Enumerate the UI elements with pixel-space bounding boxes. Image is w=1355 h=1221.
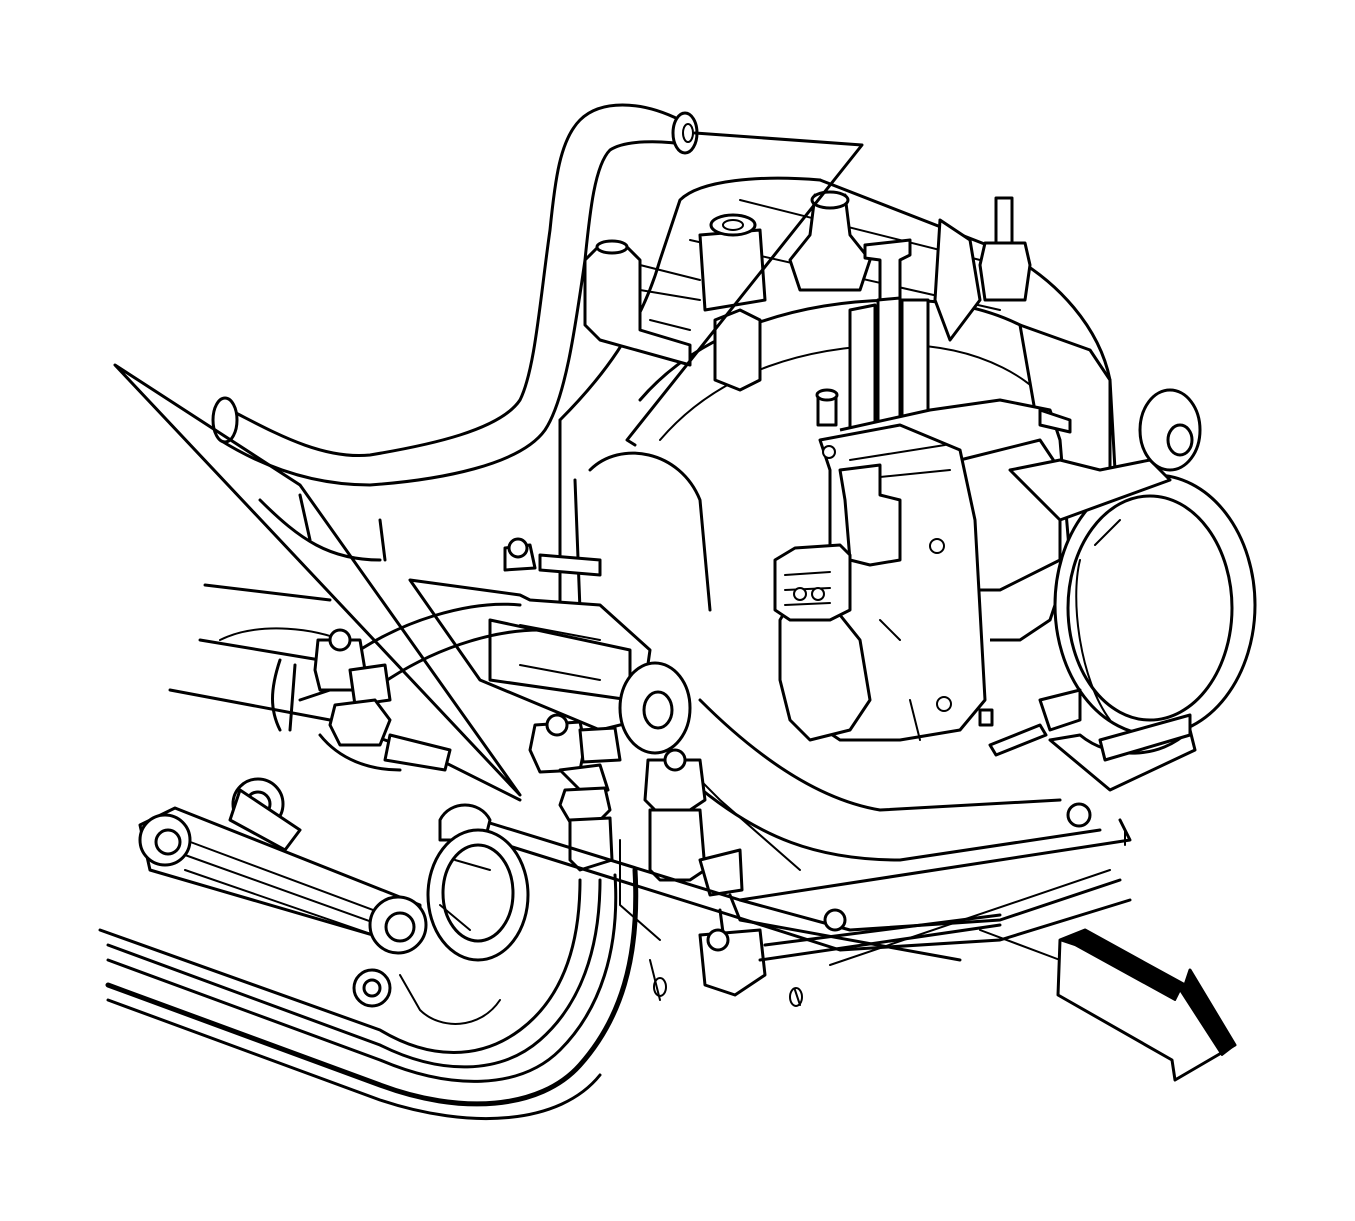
- fuel-rail: [343, 578, 692, 755]
- vacuum-fitting: [788, 190, 872, 292]
- intake-manifold-left: [168, 493, 522, 802]
- manifold-front-edge: [478, 713, 1197, 1007]
- callout-leader-lines: [113, 131, 864, 797]
- valve-cover: [98, 777, 639, 1120]
- fuel-injectors-center: [528, 713, 744, 897]
- sensor-stem: [815, 238, 930, 442]
- forward-direction-arrow-icon: [1056, 928, 1237, 1082]
- connector-housing: [583, 213, 767, 392]
- throttle-body: [773, 388, 1257, 757]
- rail-mount-nut: [503, 537, 602, 577]
